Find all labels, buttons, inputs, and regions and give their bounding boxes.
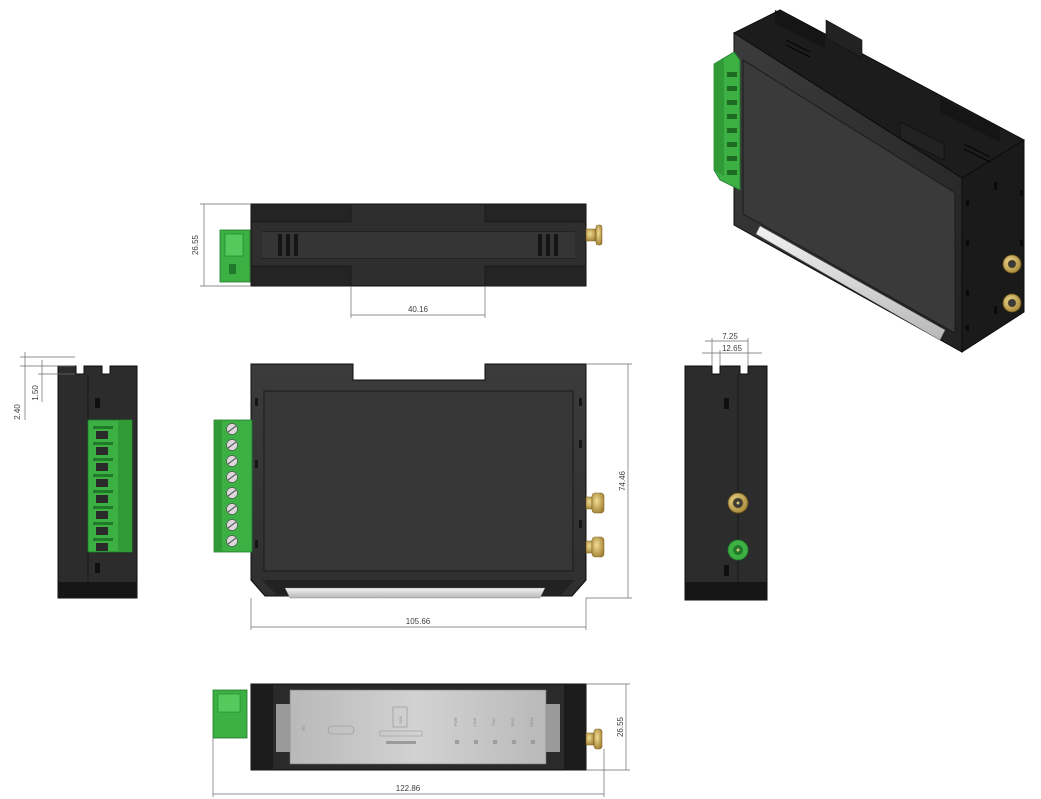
dim-top-height: 26.55 [191, 234, 200, 255]
bottom-label-sim: SIM [398, 716, 403, 723]
top-view: 26.55 40.16 [191, 203, 603, 318]
bottom-label-data: DATA [529, 717, 534, 727]
dim-front-width: 105.66 [406, 617, 431, 626]
bottom-label-link: LINK [472, 717, 477, 726]
front-view: 74.46 105.66 [213, 363, 632, 630]
dim-right-slot-outer: 7.25 [722, 332, 738, 341]
left-side-view: 2.40 1.50 [13, 352, 138, 599]
dim-front-height: 74.46 [618, 470, 627, 491]
dim-top-slot-width: 40.16 [408, 305, 429, 314]
dim-right-slot-inner: 12.65 [722, 344, 743, 353]
bottom-label-txd: TXD [491, 718, 496, 726]
right-side-view: 7.25 12.65 [684, 332, 768, 601]
dim-left-offset-inner: 1.50 [31, 385, 40, 401]
dim-left-offset-outer: 2.40 [13, 404, 22, 420]
bottom-view: RS SIM PWR LINK TXD RXD DATA 26.55 122.8… [212, 683, 630, 797]
bottom-label-pwr: PWR [453, 717, 458, 726]
dim-bottom-height: 26.55 [616, 716, 625, 737]
dim-bottom-width: 122.86 [396, 784, 421, 793]
bottom-label-rxd: RXD [510, 718, 515, 727]
bottom-label-rs: RS [301, 725, 306, 731]
isometric-view [713, 9, 1026, 353]
